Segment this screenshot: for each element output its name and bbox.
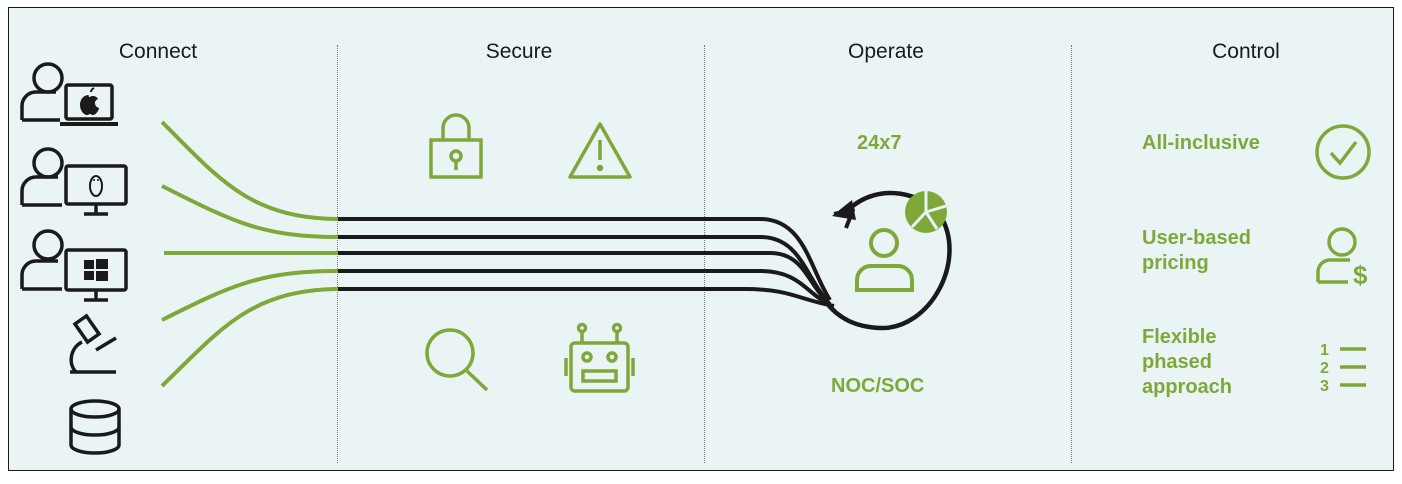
column-divider-3 [1071, 45, 1072, 463]
noc-soc-label: NOC/SOC [831, 375, 925, 397]
connection-fan-lines [160, 120, 339, 388]
robot-icon [564, 322, 635, 393]
refresh-arrow-head [832, 200, 856, 220]
list-number-2: 2 [1320, 360, 1329, 377]
approach-line: approach [1142, 376, 1233, 398]
search-icon [425, 328, 489, 392]
pie-chart-icon [905, 191, 947, 233]
pricing-line: pricing [1142, 252, 1209, 274]
user-dollar-icon [1316, 227, 1357, 284]
flexible-line: Flexible [1142, 326, 1217, 348]
phased-line: phased [1142, 351, 1213, 373]
control-user-based-pricing: User-based pricing [1142, 226, 1251, 276]
user-based-line: User-based [1142, 227, 1251, 249]
control-flexible-phased-approach: Flexible phased approach [1142, 325, 1232, 400]
database-icon [69, 399, 121, 455]
user-linux-desktop-icon [20, 147, 128, 216]
column-title-secure: Secure [485, 40, 553, 63]
list-number-1: 1 [1320, 342, 1329, 359]
control-all-inclusive: All-inclusive [1142, 131, 1260, 156]
column-title-connect: Connect [118, 40, 198, 63]
column-title-control: Control [1212, 40, 1280, 63]
warning-icon [568, 122, 632, 179]
user-windows-desktop-icon [20, 229, 128, 302]
lock-icon [429, 113, 483, 179]
checkmark-circle-icon [1315, 124, 1371, 180]
column-title-operate: Operate [848, 40, 924, 63]
user-mac-laptop-icon [20, 62, 118, 126]
list-number-3: 3 [1320, 378, 1329, 395]
operate-hours-label: 24x7 [857, 132, 902, 154]
operator-user-icon [855, 228, 914, 292]
all-inclusive-text: All-inclusive [1142, 132, 1260, 154]
numbered-list-icon: 1 2 3 [1320, 342, 1366, 395]
data-bundle-lines [338, 217, 835, 308]
dollar-sign-glyph: $ [1353, 260, 1368, 290]
microscope-icon [69, 313, 117, 374]
